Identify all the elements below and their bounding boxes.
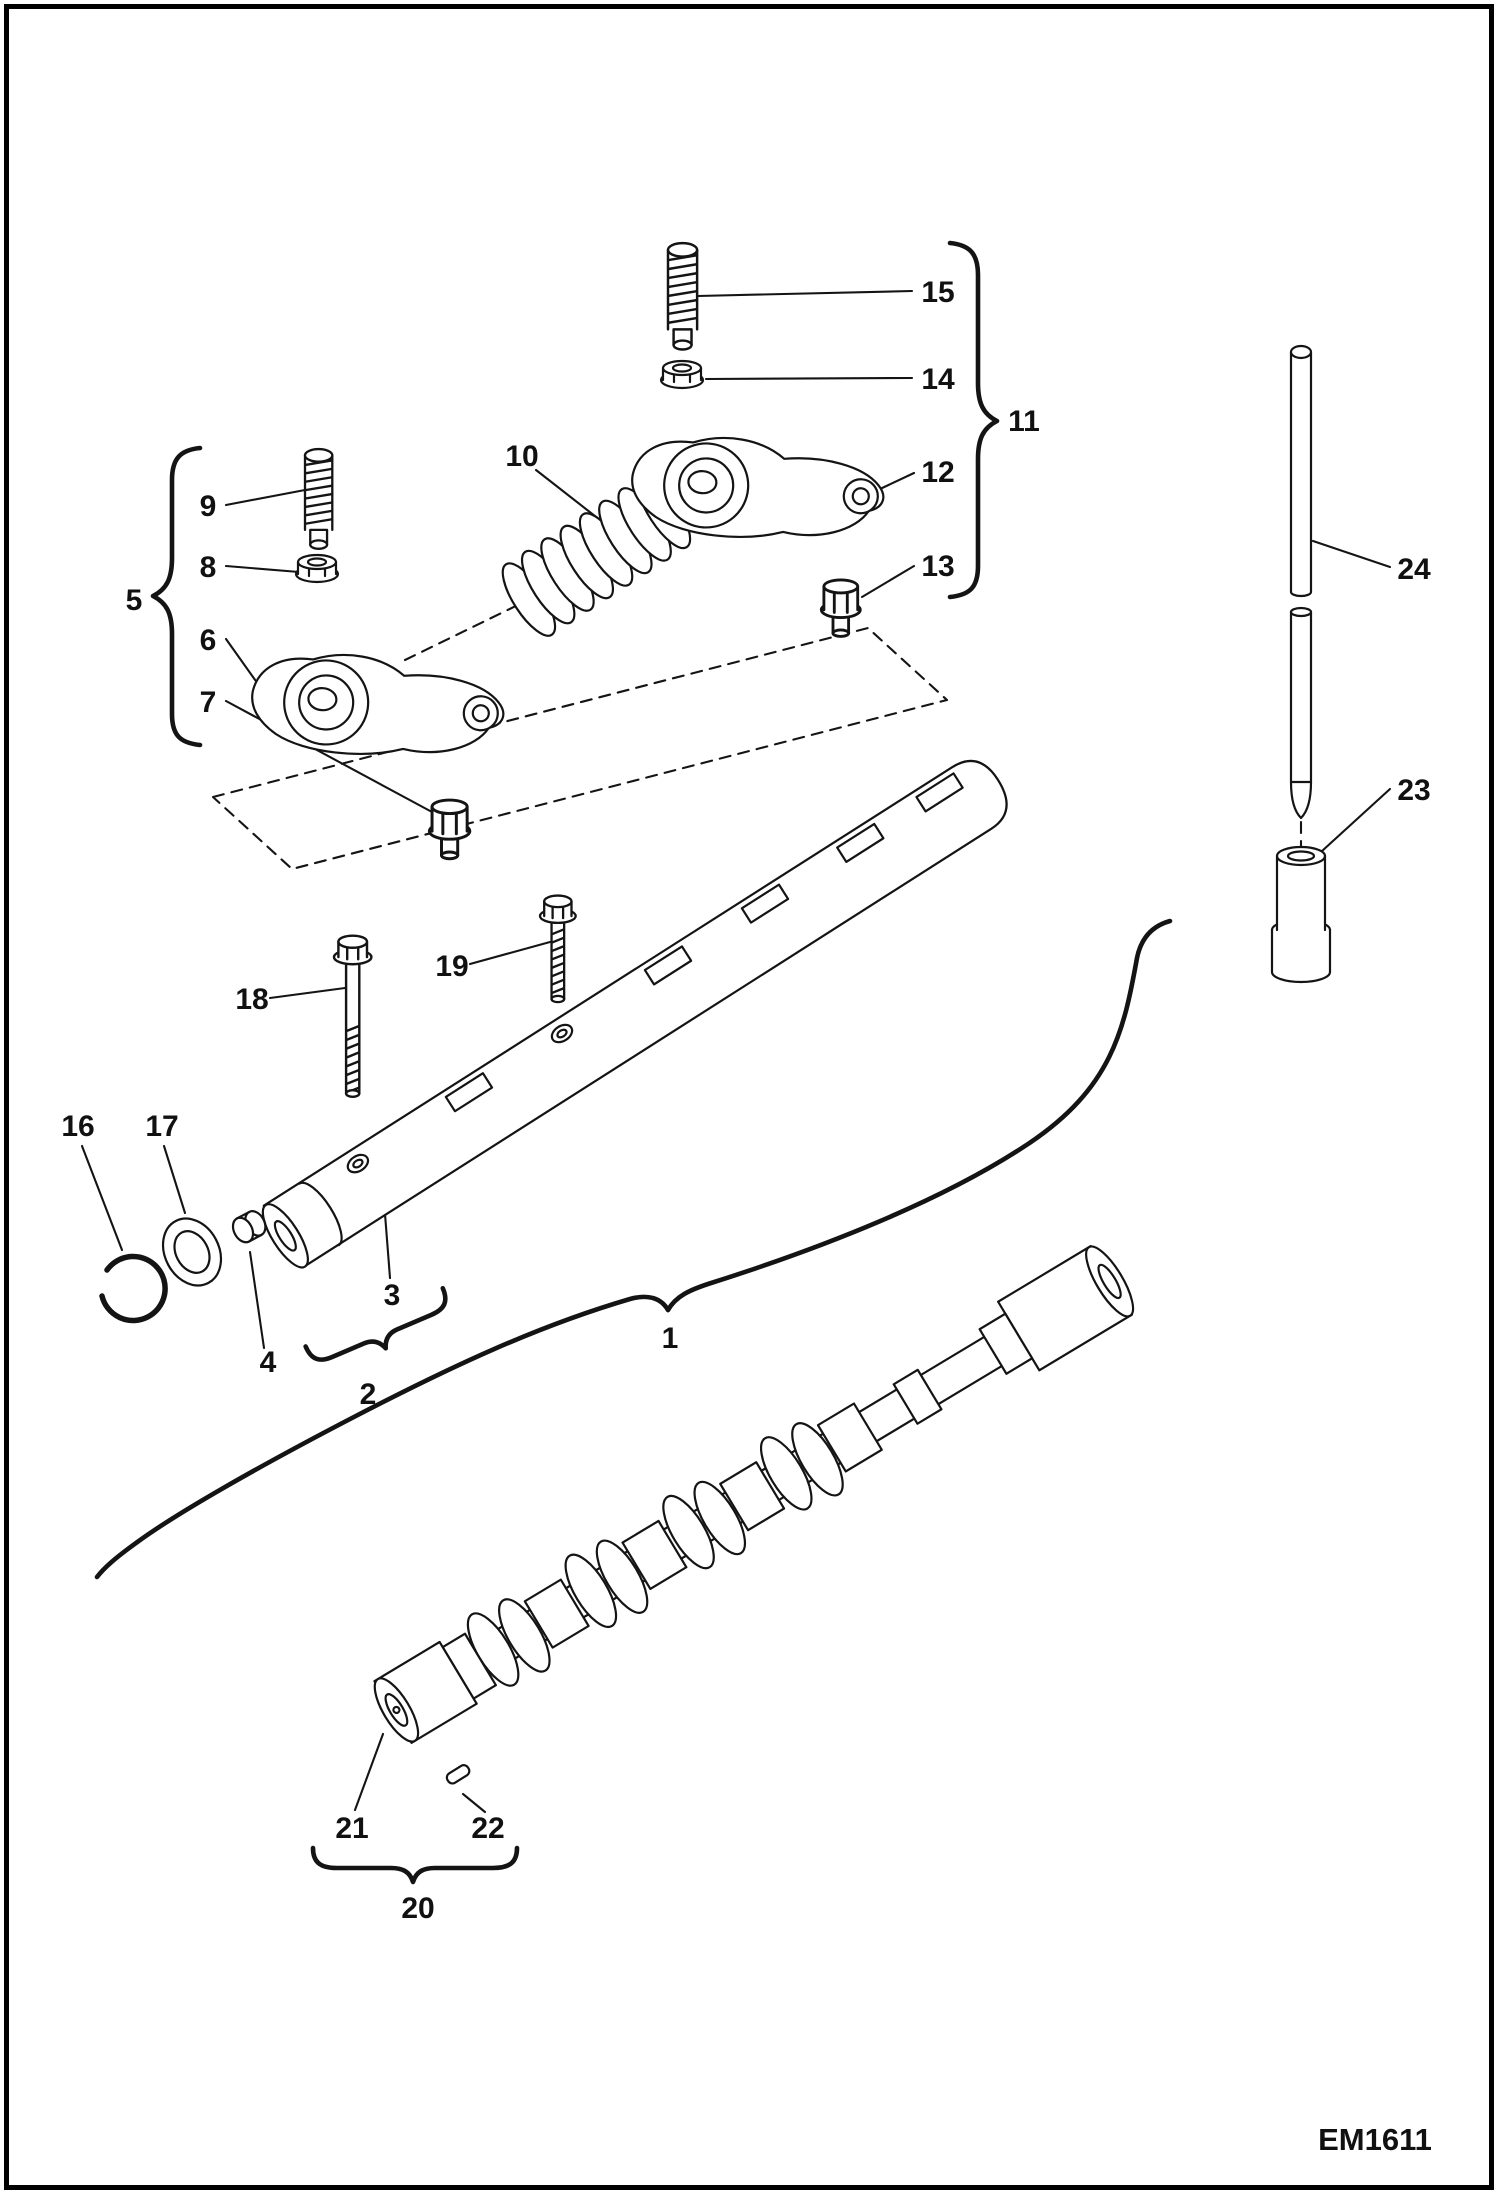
figure-code: EM1611 [1318, 2122, 1432, 2157]
part-13-bolt [819, 578, 862, 638]
bracket-1-right [665, 918, 1173, 1313]
part-label-24: 24 [1397, 553, 1431, 586]
part-label-8: 8 [200, 551, 217, 584]
part-label-2: 2 [360, 1378, 377, 1411]
part-9-stud [303, 447, 334, 550]
hidden-spring-axis [403, 600, 526, 662]
bracket-20 [310, 1845, 520, 1885]
bracket-5 [150, 445, 203, 748]
part-label-18: 18 [235, 983, 268, 1016]
part-label-6: 6 [200, 624, 217, 657]
bracket-2 [303, 1285, 448, 1362]
part-label-15: 15 [921, 276, 954, 309]
part-16-snap-ring [99, 1253, 168, 1324]
part-24-push-rod [1289, 344, 1313, 820]
group-brackets [94, 240, 1173, 1885]
hidden-mount-plane [211, 626, 949, 871]
part-18-bolt-long [332, 934, 373, 1099]
part-label-16: 16 [61, 1110, 94, 1143]
part-label-23: 23 [1397, 774, 1430, 807]
part-label-17: 17 [145, 1110, 178, 1143]
part-17-seal-ring [161, 1217, 223, 1287]
part-3-rocker-shaft [261, 759, 1008, 1269]
part-15-stud [666, 241, 699, 351]
part-label-20: 20 [401, 1892, 434, 1925]
part-label-19: 19 [435, 950, 468, 983]
bracket-1-left [94, 1294, 671, 1580]
part-label-22: 22 [471, 1812, 504, 1845]
part-label-11: 11 [1008, 405, 1040, 438]
part-label-5: 5 [126, 584, 143, 617]
part-label-9: 9 [200, 490, 217, 523]
part-19-bolt [538, 894, 577, 1004]
part-label-3: 3 [384, 1279, 401, 1312]
part-label-10: 10 [505, 440, 538, 473]
part-labels: 1 2 3 4 5 6 7 8 9 10 11 12 13 14 15 16 1… [61, 276, 1431, 1925]
part-6-rocker-arm [247, 647, 508, 766]
part-14-nut [659, 359, 705, 390]
part-label-1: 1 [662, 1322, 679, 1355]
part-label-13: 13 [921, 550, 954, 583]
part-23-lifter [1270, 845, 1332, 984]
bracket-11 [947, 240, 1000, 600]
part-label-7: 7 [200, 686, 217, 719]
part-label-4: 4 [260, 1346, 277, 1379]
part-4-spacer [231, 1210, 267, 1244]
part-label-21: 21 [335, 1812, 368, 1845]
part-21-camshaft [373, 1245, 1135, 1744]
part-label-14: 14 [921, 363, 955, 396]
part-7-bolt [427, 798, 472, 861]
part-label-12: 12 [921, 456, 954, 489]
part-22-key [445, 1764, 471, 1785]
part-8-nut [294, 553, 340, 584]
